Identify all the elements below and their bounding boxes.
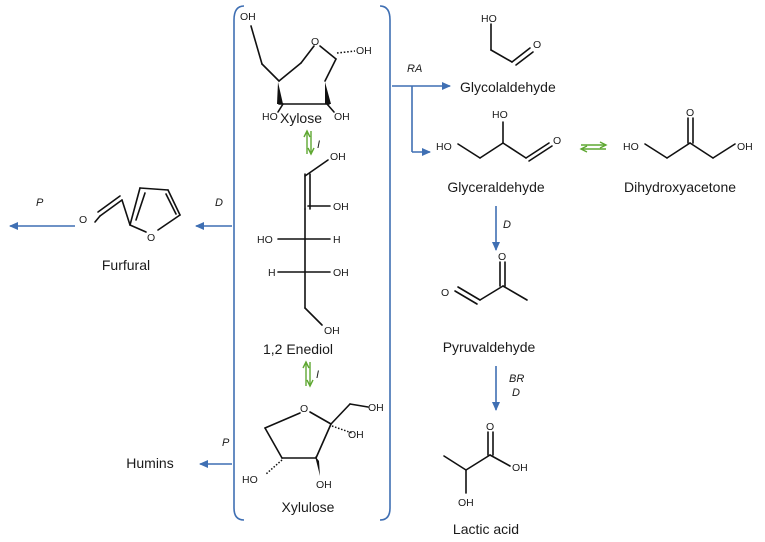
sugar-bracket bbox=[233, 5, 391, 521]
enediol-h-atom: H bbox=[333, 234, 341, 246]
isomerization-arrow-2 bbox=[302, 360, 314, 388]
xylulose-ring-o-atom: O bbox=[300, 403, 308, 415]
retro-aldol-label: RA bbox=[407, 63, 422, 75]
dehydration-label: D bbox=[215, 197, 223, 209]
glycolaldehyde-label: Glycolaldehyde bbox=[460, 79, 556, 95]
enediol-ho-atom: HO bbox=[257, 234, 273, 246]
dihydroxyacetone-oh-atom: OH bbox=[737, 141, 753, 153]
glyceraldehyde-ho-atom: HO bbox=[436, 141, 452, 153]
tautomerization-arrow bbox=[579, 141, 608, 153]
polymerization-label: P bbox=[36, 197, 44, 209]
xylulose-ho-atom: HO bbox=[242, 474, 258, 486]
xylulose-label: Xylulose bbox=[282, 499, 335, 515]
dehydration-label: D bbox=[512, 387, 520, 399]
enediol-structure: OH OH HO H H OH OH bbox=[257, 151, 349, 337]
enediol-oh-atom: OH bbox=[324, 325, 340, 337]
glyceraldehyde-label: Glyceraldehyde bbox=[447, 179, 544, 195]
xylose-label: Xylose bbox=[280, 110, 322, 126]
xylulose-oh-atom: OH bbox=[316, 479, 332, 491]
pyruvaldehyde-o-atom: O bbox=[441, 287, 449, 299]
xylose-oh-atom: OH bbox=[356, 45, 372, 57]
xylose-structure: OH O OH HO OH bbox=[240, 11, 372, 123]
lactic-acid-oh-atom: OH bbox=[512, 462, 528, 474]
xylose-oh-atom: OH bbox=[334, 111, 350, 123]
glycolaldehyde-structure: HO O bbox=[481, 13, 541, 66]
xylose-ring-o-atom: O bbox=[311, 36, 319, 48]
furfural-label: Furfural bbox=[102, 257, 150, 273]
enediol-h-atom: H bbox=[268, 267, 276, 279]
isomerization-label: I bbox=[317, 139, 320, 151]
glyceraldehyde-ho-atom: HO bbox=[492, 109, 508, 121]
lactic-acid-o-atom: O bbox=[486, 421, 494, 433]
lactic-acid-oh-atom: OH bbox=[458, 497, 474, 509]
enediol-label: 1,2 Enediol bbox=[263, 341, 333, 357]
glycolaldehyde-ho-atom: HO bbox=[481, 13, 497, 25]
glycolaldehyde-o-atom: O bbox=[533, 39, 541, 51]
humins-label: Humins bbox=[126, 455, 173, 471]
xylulose-structure: O OH OH HO OH bbox=[242, 402, 384, 491]
retro-aldol-arrows bbox=[392, 82, 451, 156]
furfural-ring-o-atom: O bbox=[147, 232, 155, 244]
enediol-oh-atom: OH bbox=[333, 267, 349, 279]
furfural-carbonyl-o-atom: O bbox=[79, 214, 87, 226]
dehydration-label: D bbox=[503, 219, 511, 231]
dihydroxyacetone-label: Dihydroxyacetone bbox=[624, 179, 736, 195]
furfural-structure: O O bbox=[79, 187, 181, 244]
polymerization-label: P bbox=[222, 437, 230, 449]
enediol-oh-atom: OH bbox=[330, 151, 346, 163]
glyceraldehyde-structure: HO HO O bbox=[436, 109, 561, 162]
enediol-oh-atom: OH bbox=[333, 201, 349, 213]
dihydroxyacetone-ho-atom: HO bbox=[623, 141, 639, 153]
xylose-ho-atom: HO bbox=[262, 111, 278, 123]
pyruvaldehyde-label: Pyruvaldehyde bbox=[443, 339, 536, 355]
xylose-oh-atom: OH bbox=[240, 11, 256, 23]
dihydroxyacetone-o-atom: O bbox=[686, 107, 694, 119]
pyruvaldehyde-structure: O O bbox=[441, 251, 528, 305]
lactic-acid-structure: O OH OH bbox=[443, 421, 528, 509]
xylulose-oh-atom: OH bbox=[368, 402, 384, 414]
isomerization-label: I bbox=[316, 369, 319, 381]
xylulose-oh-atom: OH bbox=[348, 429, 364, 441]
isomerization-arrow-1 bbox=[303, 129, 315, 156]
benzilic-rearrangement-label: BR bbox=[509, 373, 524, 385]
glyceraldehyde-o-atom: O bbox=[553, 135, 561, 147]
dihydroxyacetone-structure: HO O OH bbox=[623, 107, 753, 159]
lactic-acid-label: Lactic acid bbox=[453, 521, 519, 537]
pyruvaldehyde-o-atom: O bbox=[498, 251, 506, 263]
